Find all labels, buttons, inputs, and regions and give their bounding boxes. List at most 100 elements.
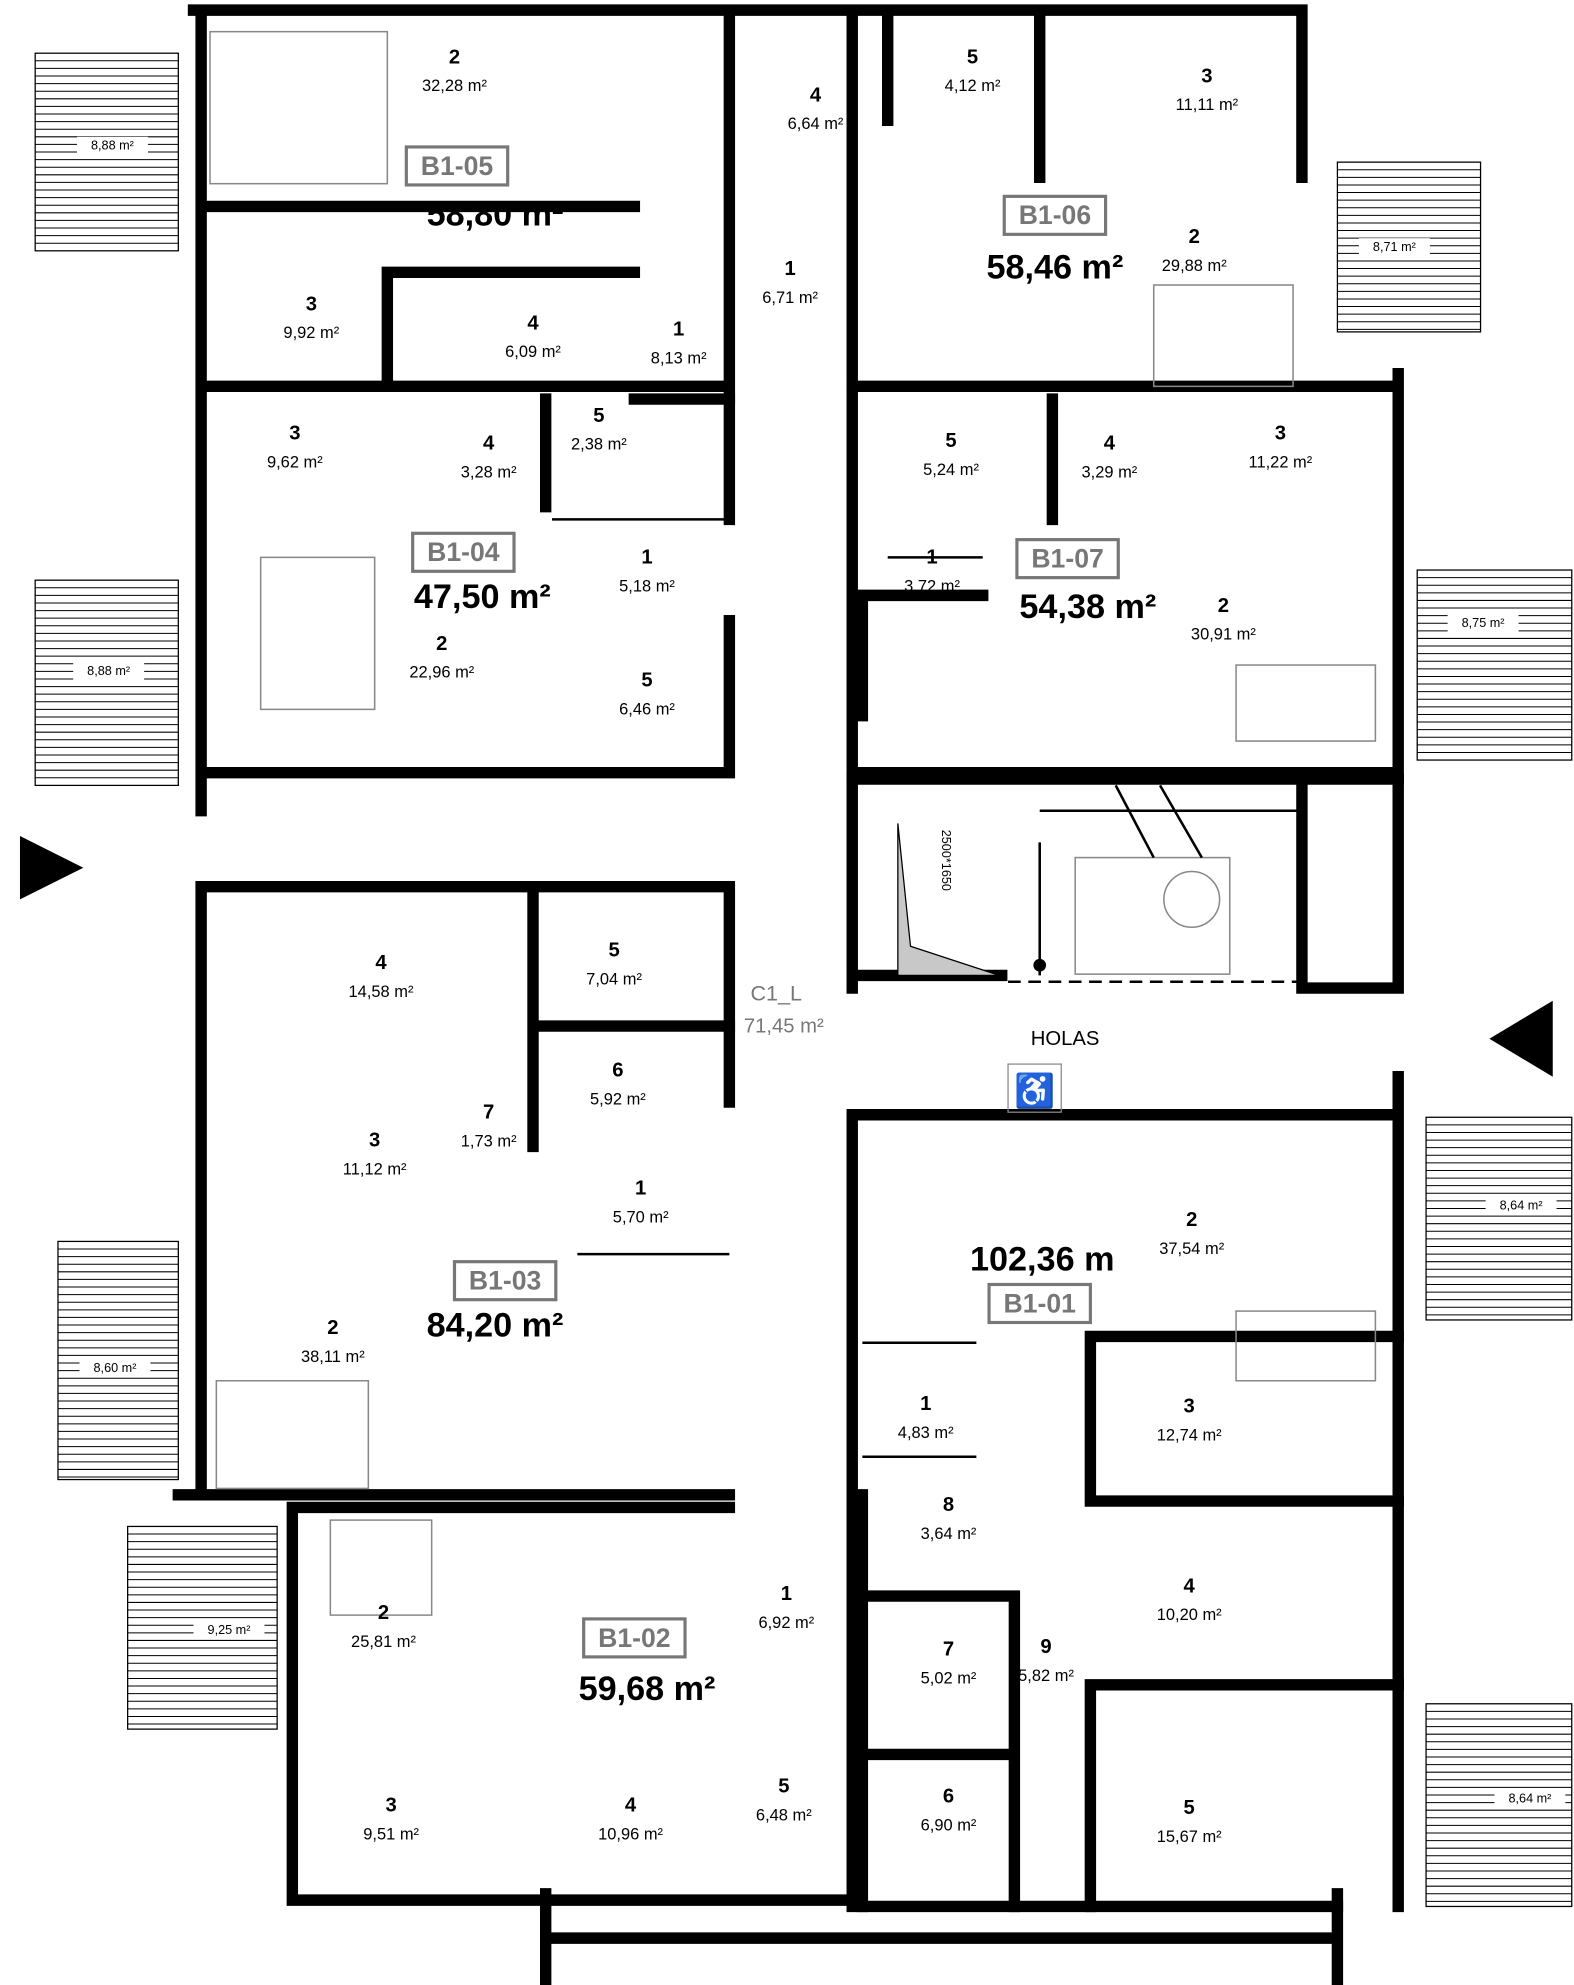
room-number: 5 (967, 46, 978, 68)
apartment-id: B1-01 (1003, 1288, 1076, 1318)
room-area: 11,22 m² (1249, 453, 1313, 471)
room-number: 3 (1201, 65, 1212, 87)
balcony-area: 8,71 m² (1373, 240, 1416, 254)
room-area: 3,64 m² (921, 1525, 977, 1543)
room-area: 7,04 m² (586, 970, 642, 988)
room-area: 10,96 m² (598, 1825, 663, 1843)
balcony-area: 8,88 m² (91, 138, 134, 152)
apartment-id-box (404, 145, 510, 187)
balcony-area: 8,64 m² (1508, 1792, 1551, 1806)
room-area: 30,91 m² (1191, 626, 1256, 644)
apartment-id: B1-06 (1019, 200, 1091, 230)
furniture (209, 30, 1377, 1616)
room-area: 11,11 m² (1176, 96, 1239, 114)
balcony (1425, 1116, 1573, 1321)
room-number: 8 (943, 1494, 954, 1516)
room-number: 6 (612, 1060, 623, 1082)
room-area: 22,96 m² (409, 664, 474, 682)
room-number: 1 (635, 1178, 646, 1200)
balcony-label-bg (1358, 238, 1430, 256)
entrance-arrow-icon (19, 836, 84, 900)
room-area: 5,02 m² (921, 1670, 977, 1688)
hall-label: HOLAS (1031, 1028, 1100, 1050)
apartment-id-box (582, 1617, 687, 1659)
room-number: 2 (1218, 595, 1229, 617)
apartment-total-area: 102,36 m (970, 1241, 1114, 1279)
room-area: 5,82 m² (1018, 1667, 1074, 1685)
balcony-label-bg (73, 662, 145, 681)
room-area: 12,74 m² (1157, 1426, 1222, 1444)
room-number: 5 (1184, 1797, 1195, 1819)
balcony-area: 8,75 m² (1462, 616, 1505, 630)
room-area: 37,54 m² (1159, 1240, 1224, 1258)
room-area: 3,72 m² (904, 578, 960, 596)
room-number: 7 (483, 1102, 494, 1124)
room-number: 2 (449, 46, 460, 68)
apartment-id-box (1015, 538, 1120, 580)
apartment-id-box (452, 1260, 558, 1302)
room-area: 32,28 m² (422, 77, 487, 95)
room-area: 5,70 m² (613, 1208, 669, 1226)
room-number: 3 (306, 293, 317, 315)
room-number: 3 (1275, 423, 1286, 445)
room-area: 4,83 m² (898, 1424, 954, 1442)
room-number: 3 (1184, 1395, 1195, 1417)
balcony-area: 8,64 m² (1500, 1199, 1543, 1213)
room-number: 3 (386, 1794, 397, 1816)
room-number: 9 (1040, 1636, 1051, 1658)
room-area: 3,29 m² (1081, 464, 1137, 482)
room-area: 8,13 m² (651, 350, 707, 368)
room-area: 6,09 m² (505, 343, 561, 361)
elevator-shaft (897, 823, 1000, 977)
apartment-total-area: 58,80 m² (427, 195, 564, 233)
room-area: 5,92 m² (590, 1091, 646, 1109)
room-number: 1 (781, 1583, 792, 1605)
room-area: 9,62 m² (267, 453, 323, 471)
apartment-id-box (987, 1282, 1092, 1325)
balconies: 8,88 m²8,88 m²8,60 m²9,25 m²8,71 m²8,75 … (34, 52, 1573, 1908)
room-area: 10,20 m² (1157, 1606, 1222, 1624)
elevator-label: 2500*1650 (939, 830, 953, 891)
room-area: 6,71 m² (762, 289, 818, 307)
room-area: 9,51 m² (363, 1825, 419, 1843)
balcony-label-bg (76, 136, 148, 155)
room-number: 2 (1189, 226, 1200, 248)
apartment-id: B1-02 (598, 1623, 670, 1653)
room-number: 4 (1104, 433, 1116, 455)
balcony-label-bg (1494, 1789, 1566, 1808)
room-area: 6,92 m² (758, 1614, 814, 1632)
apartment-total-area: 84,20 m² (427, 1306, 564, 1344)
room-number: 3 (289, 423, 300, 445)
apartment-id-box (411, 531, 516, 573)
balcony-area: 8,88 m² (87, 664, 130, 678)
balcony-label-bg (79, 1359, 151, 1377)
room-number: 5 (945, 430, 956, 452)
room-number: 4 (527, 312, 539, 334)
apartment-total-area: 59,68 m² (579, 1670, 716, 1708)
room-number: 4 (625, 1794, 637, 1816)
room-area: 9,92 m² (283, 324, 339, 342)
room-area: 5,18 m² (619, 578, 675, 596)
room-number: 1 (673, 319, 684, 341)
room-number: 4 (483, 433, 495, 455)
room-area: 4,12 m² (945, 77, 1001, 95)
apartment-id-box (1002, 194, 1108, 236)
room-area: 11,12 m² (343, 1160, 407, 1178)
room-area: 6,48 m² (756, 1806, 812, 1824)
room-area: 2,38 m² (571, 436, 627, 454)
room-number: 2 (1186, 1209, 1197, 1231)
room-area: 6,46 m² (619, 700, 675, 718)
room-area: 38,11 m² (301, 1348, 365, 1366)
entrance-arrow-icon (1489, 1000, 1553, 1077)
apartment-id: B1-03 (469, 1266, 541, 1296)
room-area: 5,24 m² (923, 461, 979, 479)
room-area: 6,90 m² (921, 1816, 977, 1834)
corridor-id: C1_L (751, 982, 802, 1006)
room-area: 15,67 m² (1157, 1828, 1222, 1846)
room-number: 1 (920, 1393, 931, 1415)
